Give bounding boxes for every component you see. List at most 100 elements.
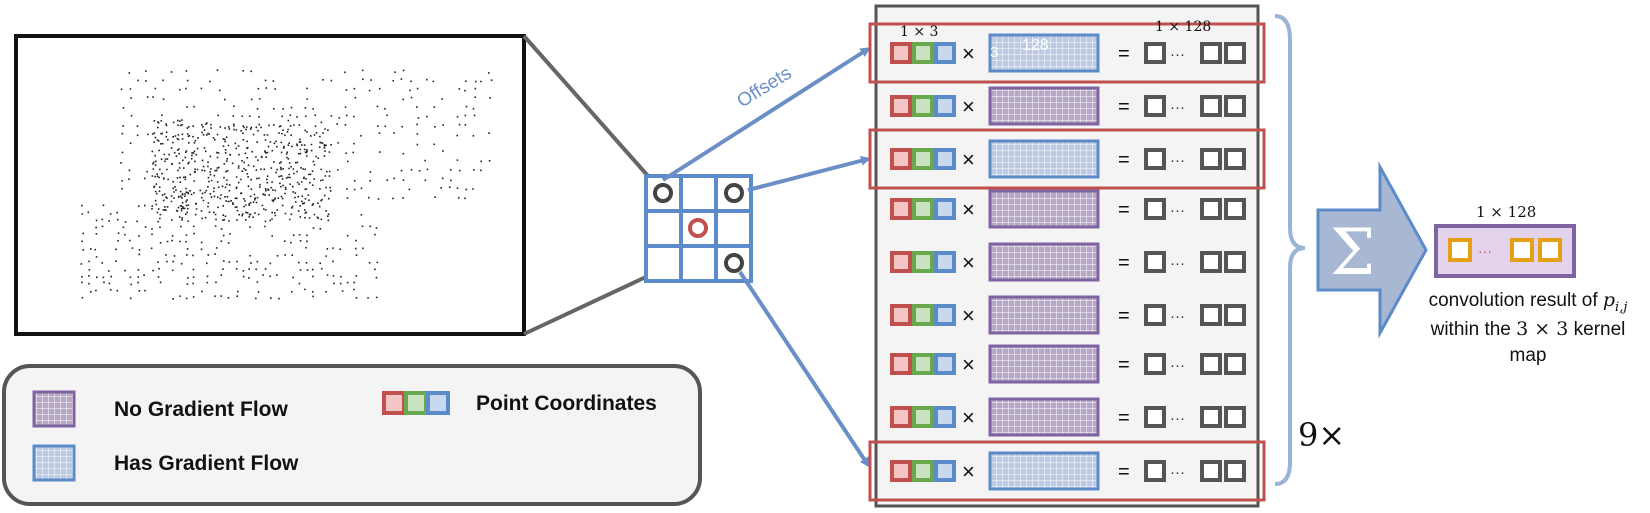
offset-point-bottom-right [724,253,744,273]
output-vector: ··· [1434,224,1576,278]
coord-cell [890,42,912,64]
result-cell [1144,251,1166,273]
coord-dim-label: 1 × 3 [900,24,938,40]
weight-row: × = ··· [890,189,1246,229]
result-ellipsis: ··· [1170,99,1185,116]
weight-matrix-no-gradient [988,397,1100,437]
result-ellipsis: ··· [1170,308,1185,325]
result-ellipsis: ··· [1170,152,1185,169]
equals-symbol: = [1118,96,1130,118]
result-cell [1224,304,1246,326]
weight-row: × = ··· [868,128,1266,190]
times-symbol: × [962,303,975,328]
weight-matrix-no-gradient [988,242,1100,282]
result-cell [1200,304,1222,326]
coord-cell [912,148,934,170]
output-dim-label: 1 × 128 [1476,203,1536,221]
result-cell [1224,406,1246,428]
weight-row: × = ··· [890,295,1246,335]
result-cell [1200,406,1222,428]
result-cell [1144,95,1166,117]
weight-matrix-no-gradient [988,86,1100,126]
coord-cell [934,251,956,273]
point-cloud-panel [14,34,526,336]
equals-symbol: = [1118,407,1130,429]
gradient-row-highlight [868,22,1266,84]
result-ellipsis: ··· [1170,46,1185,63]
result-cell [1144,198,1166,220]
coord-cell [912,95,934,117]
coord-cell [934,148,956,170]
coord-cell [912,406,934,428]
legend-no-gradient-label: No Gradient Flow [114,398,289,421]
offset-arrow-3 [738,270,870,468]
equals-symbol: = [1118,252,1130,274]
times-symbol: × [962,459,975,484]
result-ellipsis: ··· [1170,255,1185,272]
coord-cell [934,198,956,220]
coord-cell [890,353,912,375]
weight-row: × = ··· [890,242,1246,282]
point-cloud-dots [80,69,493,300]
coord-cell [912,353,934,375]
result-cell [1144,42,1166,64]
equals-symbol: = [1118,461,1130,483]
coord-cell [912,251,934,273]
result-ellipsis: ··· [1170,202,1185,219]
repeat-label: 9× [1298,416,1345,454]
center-point [688,218,708,238]
coord-cell [912,42,934,64]
weight-row: ×=··· [890,344,1246,384]
coord-cell [912,304,934,326]
result-cell [1200,198,1222,220]
result-cell [1200,353,1222,375]
weight-row: ×=··· [890,86,1246,126]
output-caption-line3: map [1510,345,1547,366]
coord-cell [890,460,912,482]
equals-symbol: = [1118,199,1130,221]
weight-row: ×=··· [890,397,1246,437]
legend-no-gradient-swatch [32,390,76,428]
equals-symbol: = [1118,43,1130,65]
matrix-rows-label: 3 [990,44,998,61]
times-symbol: × [962,147,975,172]
kernel-weight-rows: ×=···×=···×=···×=···×=···×=···×=···×=···… [868,22,1266,502]
output-ellipsis: ··· [1478,243,1492,259]
times-symbol: × [962,250,975,275]
coord-cell [890,198,912,220]
matrix-cols-label: 128 [1022,37,1049,54]
result-cell [1200,148,1222,170]
coord-cell [912,198,934,220]
result-cell [1224,95,1246,117]
gradient-row-highlight [868,128,1266,190]
zoom-line-bottom [523,274,649,336]
weight-matrix-no-gradient [988,344,1100,384]
coord-cell [934,42,956,64]
result-cell [1200,42,1222,64]
equals-symbol: = [1118,354,1130,376]
equals-symbol: = [1118,149,1130,171]
result-ellipsis: ··· [1170,464,1185,481]
result-cell [1144,148,1166,170]
times-symbol: × [962,197,975,222]
coord-cell [890,148,912,170]
result-cell [1224,198,1246,220]
coord-cell [890,251,912,273]
result-cell [1200,460,1222,482]
legend-point-coords-label: Point Coordinates [476,392,657,415]
coord-cell [934,304,956,326]
equals-symbol: = [1118,305,1130,327]
weight-row: × = ··· [868,440,1266,502]
result-cell [1144,460,1166,482]
result-cell [1224,251,1246,273]
weight-matrix-gradient [988,139,1100,179]
output-caption-line1: convolution result of pi,j [1429,289,1628,315]
legend-has-gradient-label: Has Gradient Flow [114,452,299,475]
offsets-label: Offsets [734,63,796,113]
times-symbol: × [962,405,975,430]
legend-point-coords-swatch [382,391,450,415]
coord-cell [890,406,912,428]
weight-matrix-gradient [988,451,1100,491]
gradient-row-highlight [868,440,1266,502]
